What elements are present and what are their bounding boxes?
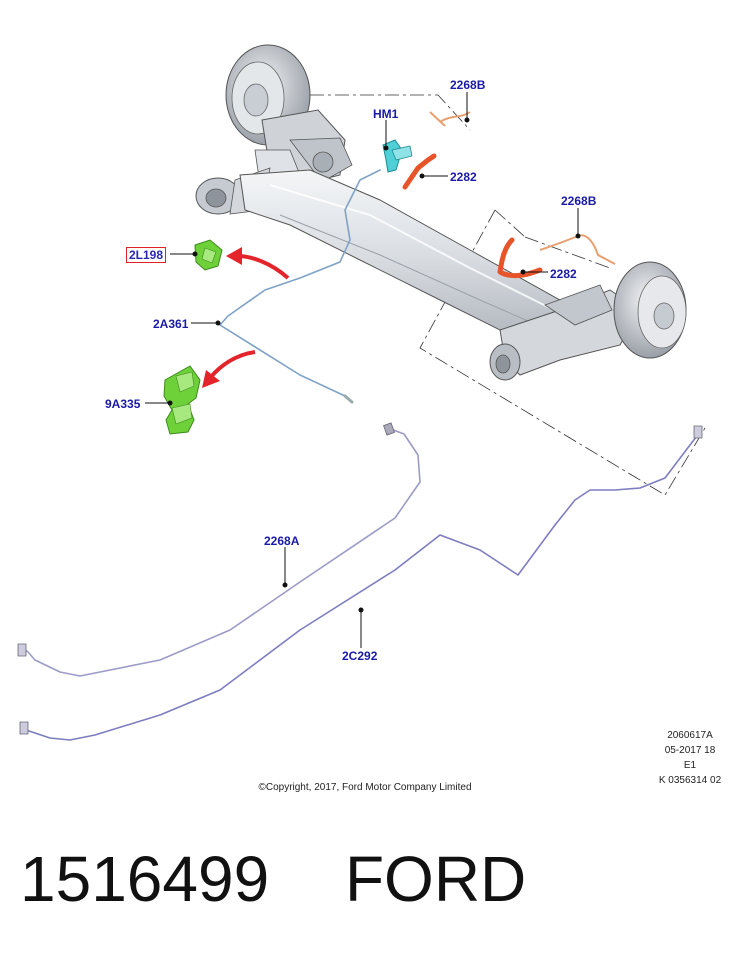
part-2l198-clip bbox=[194, 239, 223, 271]
footer-caption: 1516499 FORD bbox=[20, 842, 526, 916]
brake-line-2c292 bbox=[25, 431, 701, 741]
leader-lines bbox=[145, 92, 581, 648]
callout-9a335: 9A335 bbox=[105, 397, 141, 411]
callout-hm1: HM1 bbox=[373, 107, 399, 121]
callout-2268b-top: 2268B bbox=[450, 78, 486, 92]
callout-2268a: 2268A bbox=[264, 534, 300, 548]
brake-hose-left bbox=[402, 111, 471, 190]
direction-arrows bbox=[202, 247, 290, 388]
right-trailing-arm bbox=[489, 284, 641, 381]
hm1-bracket-part bbox=[382, 139, 413, 173]
left-trailing-arm bbox=[254, 109, 353, 186]
illustration-edition: E1 bbox=[683, 760, 697, 771]
part-number: 1516499 bbox=[20, 843, 270, 915]
part-9a335-bracket bbox=[163, 365, 201, 435]
brake-line-2a361 bbox=[219, 169, 381, 397]
right-brake-drum bbox=[613, 261, 687, 359]
callout-2l198-highlighted: 2L198 bbox=[126, 247, 167, 263]
brake-lines bbox=[17, 169, 703, 741]
copyright-notice: ©Copyright, 2017, Ford Motor Company Lim… bbox=[258, 782, 472, 793]
illustration-code: K 0356314 02 bbox=[658, 775, 722, 786]
illustration-number: 2060617A bbox=[667, 730, 713, 741]
callout-2282-right: 2282 bbox=[550, 267, 577, 281]
illustration-id-block: 2060617A 05-2017 18 E1 K 0356314 02 bbox=[640, 728, 734, 788]
brand-name: FORD bbox=[344, 843, 527, 915]
callout-2268b-right: 2268B bbox=[561, 194, 597, 208]
callout-2282-top: 2282 bbox=[450, 170, 477, 184]
illustration-date: 05-2017 18 bbox=[664, 745, 716, 756]
brake-line-2268a bbox=[21, 427, 421, 677]
callout-2a361: 2A361 bbox=[153, 317, 189, 331]
callout-2c292: 2C292 bbox=[342, 649, 378, 663]
